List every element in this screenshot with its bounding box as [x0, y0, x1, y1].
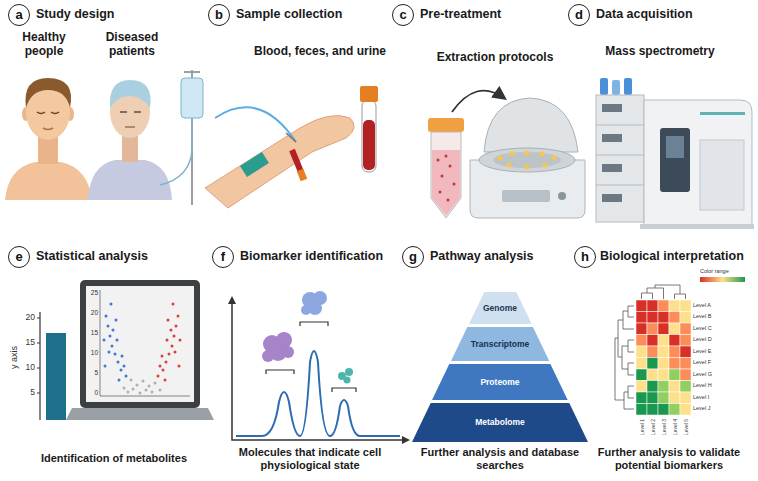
heatmap [636, 300, 691, 415]
step-letter-circle: b [208, 4, 230, 26]
row-label: Level H [693, 382, 712, 389]
axis-tick: 0 [86, 389, 98, 397]
row-label: Level D [693, 336, 712, 343]
axis-tick: 15 [86, 329, 98, 337]
panel-caption: Molecules that indicate cell physiologic… [212, 446, 408, 472]
panel-title: Biological interpretation [600, 249, 744, 264]
dendrogram [615, 285, 686, 409]
axis-title: y axis [9, 337, 20, 377]
panel-title: Pre-treatment [420, 7, 501, 22]
step-letter: d [575, 8, 583, 21]
axis-tick: 10 [16, 362, 35, 372]
omics-layer-label: Genome [483, 304, 517, 313]
omics-layer-label: Metabolome [475, 418, 525, 427]
pyramid-band: Metabolome [412, 403, 588, 442]
row-label: Level B [693, 313, 711, 320]
panel-title: Study design [36, 7, 114, 22]
step-letter-circle: f [212, 246, 234, 268]
row-label: Level A [693, 302, 711, 309]
row-label: Level E [693, 348, 711, 355]
pyramid-band: Proteome [432, 364, 568, 400]
panel-title: Biomarker identification [240, 249, 383, 264]
step-letter: b [215, 8, 223, 21]
axis-tick: 20 [86, 309, 98, 317]
omics-layer-label: Transcriptome [471, 340, 530, 349]
step-letter-circle: h [574, 246, 596, 268]
blood-draw-arm [205, 86, 378, 208]
axis-tick: 25 [86, 289, 98, 297]
panel-caption: Further analysis to validate potential b… [584, 446, 754, 472]
method-label: Mass spectrometry [590, 44, 730, 58]
column-label: Level 4 [672, 415, 678, 439]
panel-title: Sample collection [236, 7, 342, 22]
panel-title: Data acquisition [596, 7, 693, 22]
row-label: Level I [693, 394, 709, 401]
step-letter: h [581, 250, 589, 263]
band-fill [412, 403, 588, 442]
patient-figure [88, 70, 203, 205]
axis-tick: 5 [86, 369, 98, 377]
band-fill [451, 327, 549, 361]
step-letter-circle: c [392, 4, 414, 26]
band-fill [469, 292, 532, 324]
column-label: Level 1 [639, 415, 645, 439]
healthy-person [5, 78, 92, 200]
step-letter-circle: d [568, 4, 590, 26]
centrifuge [428, 91, 585, 218]
band-fill [432, 364, 568, 400]
group-label: Healthy people [8, 30, 80, 59]
step-letter-circle: g [402, 246, 424, 268]
group-label: Diseased patients [90, 30, 174, 59]
axis-tick: 5 [16, 387, 35, 397]
step-letter-circle: a [8, 4, 30, 26]
column-label: Level 2 [650, 415, 656, 439]
panel-caption: Further analysis and database searches [405, 446, 595, 472]
step-letter: g [409, 250, 417, 263]
method-label: Extraction protocols [420, 50, 570, 64]
axis-tick: 15 [16, 337, 35, 347]
column-label: Level 5 [683, 415, 689, 439]
step-letter: e [15, 250, 22, 263]
row-label: Level J [693, 405, 710, 412]
axis-tick: 10 [86, 349, 98, 357]
panel-title: Pathway analysis [430, 249, 534, 264]
step-letter: a [15, 8, 22, 21]
legend-title: Color range [700, 268, 729, 275]
step-letter-circle: e [8, 246, 30, 268]
statistics-chart [37, 280, 214, 420]
axis-tick: 20 [16, 312, 35, 322]
color-range-bar [700, 277, 745, 282]
pyramid-band: Genome [469, 292, 532, 324]
omics-layer-label: Proteome [480, 378, 519, 387]
step-letter: c [399, 8, 406, 21]
pyramid-band: Transcriptome [451, 327, 549, 361]
row-label: Level F [693, 359, 711, 366]
row-label: Level G [693, 371, 712, 378]
column-label: Level 3 [661, 415, 667, 439]
panel-caption: Identification of metabolites [18, 452, 210, 465]
sample-label: Blood, feces, and urine [240, 44, 400, 58]
row-label: Level C [693, 325, 712, 332]
chromatogram [228, 291, 410, 444]
mass-spectrometer [596, 78, 754, 229]
panel-title: Statistical analysis [36, 249, 148, 264]
step-letter: f [221, 250, 225, 263]
